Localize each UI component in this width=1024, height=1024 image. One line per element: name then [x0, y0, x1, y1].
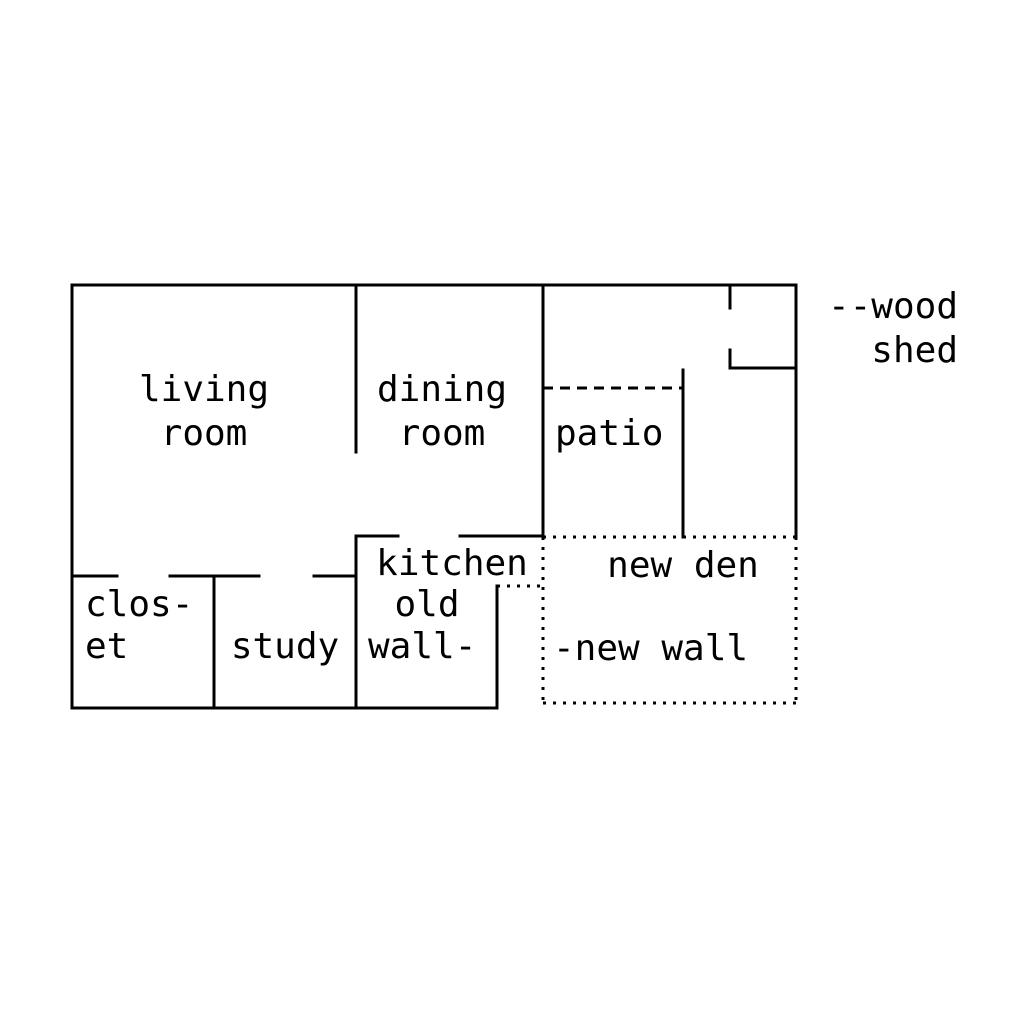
labels: living room dining room patio --wood she…	[85, 286, 958, 669]
old-wall-label-1: old	[394, 584, 459, 625]
living-room-label-1: living	[139, 369, 269, 410]
new-wall-label: -new wall	[553, 628, 748, 669]
dining-room-label-2: room	[399, 413, 486, 454]
walls	[70, 283, 798, 710]
old-wall-label-2: wall-	[368, 626, 476, 667]
dining-room-label-1: dining	[377, 369, 507, 410]
kitchen-label: kitchen	[376, 543, 528, 584]
closet-label-2: et	[85, 626, 128, 667]
closet-label-1: clos-	[85, 584, 193, 625]
wood-shed-label-1: --wood	[828, 286, 958, 327]
wood-shed-label-2: shed	[871, 330, 958, 371]
living-room-label-2: room	[161, 413, 248, 454]
patio-label: patio	[555, 413, 663, 454]
new-den-label: new den	[607, 545, 759, 586]
planned-walls	[497, 386, 798, 705]
wood-shed-wall-bottom	[728, 348, 798, 370]
study-label: study	[231, 626, 339, 667]
